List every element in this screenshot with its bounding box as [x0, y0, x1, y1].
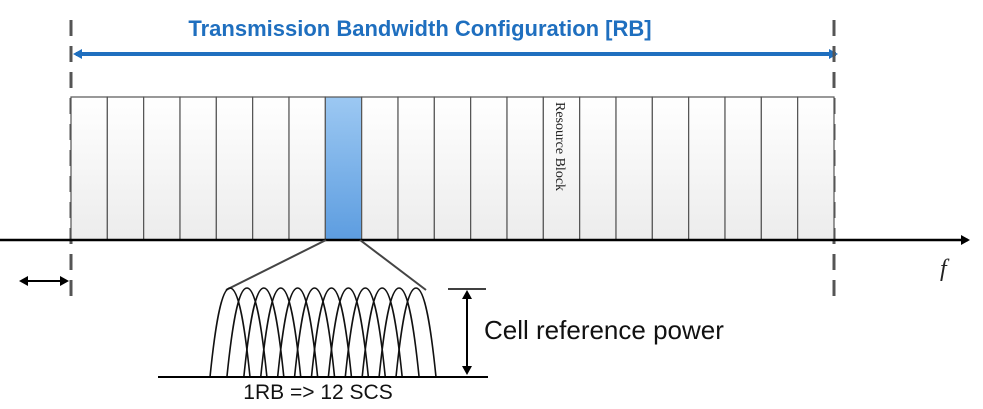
resource-block-highlighted — [324, 96, 363, 241]
resource-block — [760, 96, 799, 241]
cell-reference-power-label: Cell reference power — [484, 315, 724, 345]
subcarrier-curve — [243, 287, 285, 378]
resource-block — [688, 96, 726, 241]
resource-block — [651, 96, 690, 241]
subcarrier-curve — [276, 287, 319, 378]
subcarrier-curve — [361, 287, 403, 378]
resource-block — [470, 96, 508, 241]
resource-block — [70, 96, 108, 241]
subcarrier-curve — [344, 287, 387, 378]
subcarrier-curve — [378, 287, 420, 378]
subcarrier-curve — [327, 287, 370, 378]
subcarrier-curve — [226, 287, 268, 378]
subcarrier-curve — [209, 287, 251, 378]
diagram-title: Transmission Bandwidth Configuration [RB… — [188, 16, 651, 41]
zoom-line-left — [225, 239, 327, 291]
rb-subcarrier-equation: 1RB => 12 SCS — [243, 381, 392, 404]
resource-block-label: Resource Block — [552, 102, 567, 191]
resource-block — [797, 96, 835, 241]
frequency-axis-label: f — [940, 256, 950, 282]
subcarrier-curve — [310, 287, 353, 378]
resource-block — [397, 96, 435, 241]
subcarrier-curve — [395, 287, 437, 378]
zoom-line-right — [359, 239, 427, 291]
resource-block — [724, 96, 762, 241]
resource-block — [179, 96, 217, 241]
subcarrier-curve — [293, 287, 336, 378]
resource-block — [361, 96, 399, 241]
resource-block — [215, 96, 254, 241]
resource-block — [615, 96, 653, 241]
resource-block — [288, 96, 326, 241]
resource-block — [252, 96, 290, 241]
resource-block — [143, 96, 181, 241]
resource-block — [433, 96, 472, 241]
subcarrier-curves — [209, 287, 437, 378]
resource-block — [579, 96, 617, 241]
subcarrier-curve — [259, 287, 302, 378]
resource-block-grid — [70, 96, 835, 241]
resource-block — [506, 96, 544, 241]
resource-block — [106, 96, 145, 241]
